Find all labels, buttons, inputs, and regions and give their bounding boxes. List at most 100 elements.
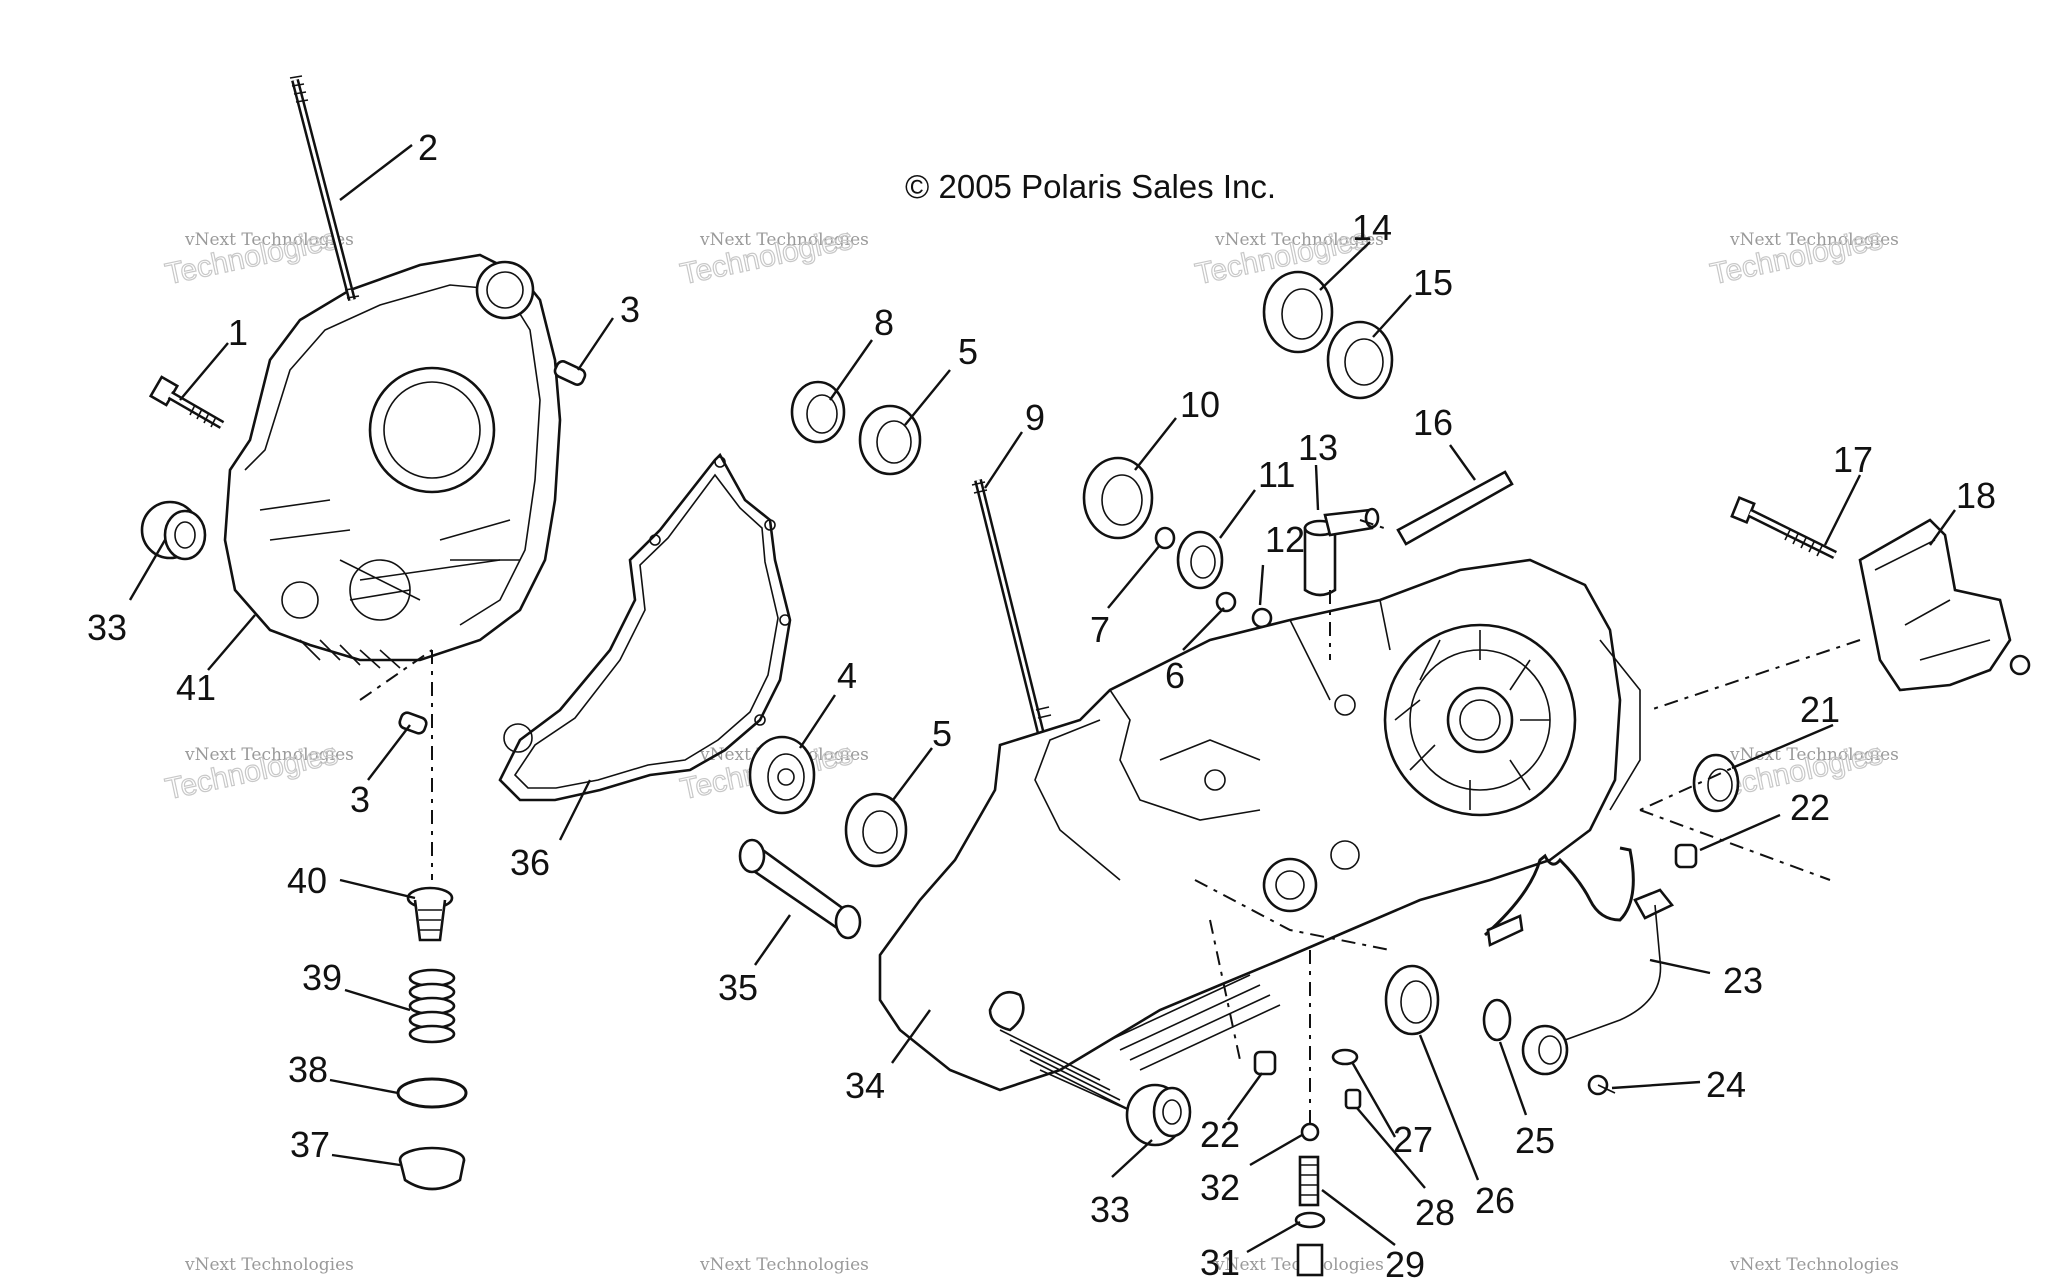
- watermark: vNext Technologies Technologies: [162, 222, 354, 292]
- dowel-pin-22: [1253, 1050, 1277, 1076]
- callout-33: 33: [87, 607, 127, 648]
- callout-25: 25: [1515, 1120, 1555, 1161]
- callout-24: 24: [1706, 1064, 1746, 1105]
- callout-3: 3: [350, 779, 370, 820]
- o-ring-25: [1482, 998, 1512, 1042]
- callout-31: 31: [1200, 1242, 1240, 1280]
- callout-7: 7: [1090, 609, 1110, 650]
- callout-36: 36: [510, 842, 550, 883]
- callout-10: 10: [1180, 384, 1220, 425]
- callout-28: 28: [1415, 1192, 1455, 1233]
- bracket-18: [1858, 518, 2031, 692]
- copyright-text: © 2005 Polaris Sales Inc.: [905, 168, 1276, 205]
- centerline: [1194, 519, 1861, 1061]
- callout-41: 41: [176, 667, 216, 708]
- bolt-24: [1587, 1074, 1616, 1096]
- oil-seal-26: [1384, 964, 1440, 1036]
- ball-32: [1300, 1122, 1320, 1142]
- watermark: vNext Technologies Technologies: [162, 737, 354, 807]
- bearing-14: [1262, 270, 1334, 354]
- callout-9: 9: [1025, 397, 1045, 438]
- callout-17: 17: [1833, 439, 1873, 480]
- watermark: vNext Technologies: [184, 1255, 354, 1275]
- drain-plug-40: [406, 886, 454, 942]
- callout-29: 29: [1385, 1244, 1425, 1280]
- bolt-1: [148, 375, 225, 429]
- watermark-text: vNext Technologies: [184, 1255, 354, 1275]
- callout-32: 32: [1200, 1167, 1240, 1208]
- callout-5: 5: [932, 713, 952, 754]
- bushing-33: [1125, 1083, 1192, 1147]
- watermark-text: vNext Technologies: [1729, 1255, 1899, 1275]
- callout-22: 22: [1790, 787, 1830, 828]
- bearing-10: [1082, 456, 1154, 540]
- callout-labels: 2 1 3 33 41 3 36 40 39 38 37 8 5 9 10 11…: [87, 127, 1996, 1280]
- bolt-17: [1730, 496, 1837, 560]
- bearing-11: [1176, 530, 1224, 590]
- callout-34: 34: [845, 1065, 885, 1106]
- fitting-12-13: [1303, 507, 1380, 597]
- bearing-15: [1326, 320, 1394, 400]
- bushing-33: [140, 500, 207, 561]
- watermark: vNext Technologies Technologies: [1707, 222, 1899, 292]
- dowel-pin-22: [1674, 843, 1698, 869]
- callout-4: 4: [837, 655, 857, 696]
- washer-7: [1154, 526, 1176, 550]
- stud-2: [289, 75, 360, 302]
- tube-35: [738, 838, 862, 940]
- right-crankcase-half: [878, 558, 1641, 1116]
- stud-9: [971, 479, 1052, 751]
- speed-sensor-23: [1484, 846, 1675, 1076]
- callout-37: 37: [290, 1124, 330, 1165]
- watermark: vNext Technologies: [1729, 1255, 1899, 1275]
- bearing-5: [844, 792, 908, 868]
- centerline: [359, 649, 433, 701]
- bearing-4: [748, 735, 816, 815]
- callout-39: 39: [302, 957, 342, 998]
- callout-5: 5: [958, 331, 978, 372]
- callout-33: 33: [1090, 1189, 1130, 1230]
- watermark: vNext Technologies: [699, 1255, 869, 1275]
- watermark-text: vNext Technologies: [184, 230, 354, 250]
- watermark-text: vNext Technologies: [699, 230, 869, 250]
- callout-18: 18: [1956, 475, 1996, 516]
- watermark: vNext Technologies Technologies: [677, 222, 869, 292]
- callout-8: 8: [874, 302, 894, 343]
- callout-6: 6: [1165, 655, 1185, 696]
- callout-12: 12: [1265, 519, 1305, 560]
- callout-15: 15: [1413, 262, 1453, 303]
- watermark-text: vNext Technologies: [699, 1255, 869, 1275]
- pin-16: [1396, 470, 1514, 546]
- plug-28: [1344, 1088, 1362, 1110]
- callout-16: 16: [1413, 402, 1453, 443]
- left-crankcase-half: [223, 253, 562, 669]
- callout-26: 26: [1475, 1180, 1515, 1221]
- o-ring-38: [396, 1077, 468, 1109]
- callout-13: 13: [1298, 427, 1338, 468]
- dowel-pin-3: [553, 360, 587, 386]
- drain-cap-37: [398, 1146, 466, 1191]
- dowel-pin-3: [398, 711, 428, 735]
- oil-seal-21: [1692, 753, 1740, 813]
- callout-14: 14: [1352, 207, 1392, 248]
- callout-2: 2: [418, 127, 438, 168]
- callout-3: 3: [620, 289, 640, 330]
- spring-29: [1298, 1155, 1320, 1207]
- callout-27: 27: [1393, 1119, 1433, 1160]
- screw-6: [1215, 591, 1273, 629]
- leader-lines: [128, 144, 1956, 1254]
- bearing-5: [858, 404, 922, 476]
- callout-40: 40: [287, 860, 327, 901]
- watermark-text: vNext Technologies: [1729, 230, 1899, 250]
- callout-23: 23: [1723, 960, 1763, 1001]
- watermark-text: vNext Technologies: [184, 745, 354, 765]
- callout-11: 11: [1258, 454, 1295, 495]
- spring-39: [408, 968, 456, 1044]
- callout-35: 35: [718, 967, 758, 1008]
- watermark-text: vNext Technologies: [1214, 230, 1384, 250]
- gasket-36: [498, 452, 792, 802]
- washer-27: [1331, 1048, 1359, 1066]
- plug-31: [1294, 1211, 1326, 1277]
- callout-1: 1: [228, 312, 248, 353]
